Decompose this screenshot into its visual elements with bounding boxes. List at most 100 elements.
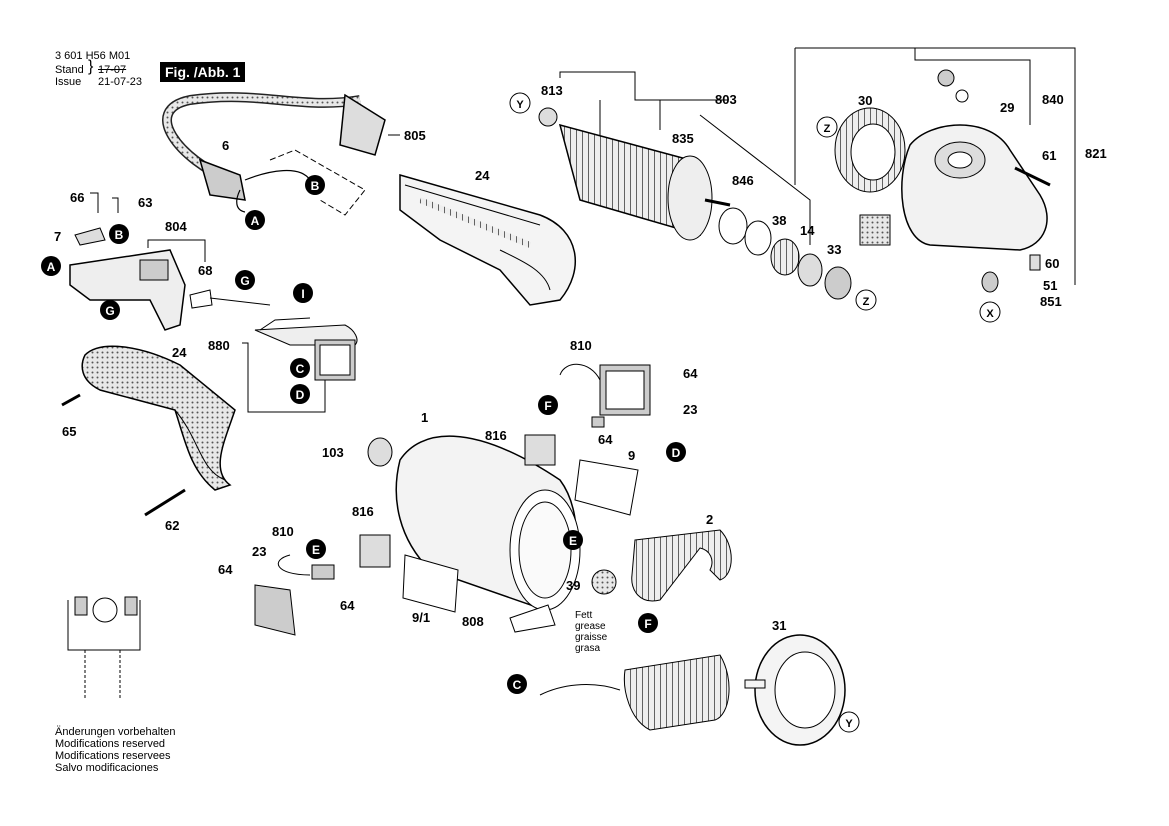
part-816-upper: 816 [485,428,507,443]
label-plate-808 [509,604,556,633]
part-851: 851 [1040,294,1062,309]
screw-63 [112,197,119,213]
svg-text:C: C [513,678,522,692]
doc-code: 3 601 H56 M01 [55,50,131,62]
part-805: 805 [404,128,426,143]
svg-text:C: C [296,362,305,376]
part-63: 63 [138,195,152,210]
vent-grille [859,214,891,246]
side-handle [81,345,236,491]
part-51: 51 [1043,278,1057,293]
marker-B-switch: B [109,224,129,244]
part-813: 813 [541,83,563,98]
marker-Z-bearing: Z [855,289,877,311]
part-808: 808 [462,614,484,629]
marker-I: I [293,283,313,303]
part-14: 14 [800,223,815,238]
svg-text:D: D [296,388,305,402]
leader-803 [559,71,728,101]
svg-text:F: F [544,399,551,413]
note-line-4: Salvo modificaciones [55,762,159,774]
leader-803-branches [599,100,811,245]
svg-text:G: G [240,274,249,288]
screw-66 [90,192,99,213]
part-840: 840 [1042,92,1064,107]
marker-B-cord: B [305,175,325,195]
label-plate-9 [574,459,639,516]
marker-A-left: A [41,256,61,276]
bracket-821 [795,47,1076,285]
part-880: 880 [208,338,230,353]
part-24-top: 24 [475,168,490,183]
svg-text:Z: Z [863,296,870,308]
power-cord [162,92,386,213]
marker-X: X [979,301,1001,323]
note-line-2: Modifications reserved [55,738,166,750]
part-24-left: 24 [172,345,187,360]
part-810-lower: 810 [272,524,294,539]
svg-text:Y: Y [845,718,853,730]
marker-D-module: D [290,384,310,404]
svg-text:X: X [986,308,994,320]
grease-line-3: graisse [575,632,608,643]
part-64-upper: 64 [683,366,698,381]
bearing-stack [718,207,852,300]
cord-routing-dashed [269,149,366,216]
svg-text:I: I [301,287,304,301]
part-33: 33 [827,242,841,257]
note-line-1: Änderungen vorbehalten [55,726,176,738]
grease-line-1: Fett [575,610,593,621]
part-64-left: 64 [218,562,233,577]
svg-text:D: D [672,446,681,460]
marker-C-lower: C [507,674,527,694]
marker-E-field: E [563,530,583,550]
handle-housing-top [399,174,577,306]
marker-Y-armature: Y [509,92,531,114]
part-39: 39 [566,578,580,593]
part-804: 804 [165,219,187,234]
part-9-1: 9/1 [412,610,430,625]
issue-label: Issue [55,76,82,88]
marker-F-upper: F [538,395,558,415]
note-line-3: Modifications reservees [55,750,171,762]
part-7: 7 [54,229,61,244]
stand-label: Stand [55,64,84,76]
part-61: 61 [1042,148,1056,163]
part-68: 68 [198,263,212,278]
nut-51 [981,271,999,293]
grease-note: Fett grease graisse grasa [575,610,607,654]
modification-notes: Änderungen vorbehalten Modifications res… [55,726,175,774]
svg-text:Z: Z [824,123,831,135]
part-103: 103 [322,445,344,460]
armature [538,107,731,241]
electronic-module [254,317,358,381]
part-66: 66 [70,190,84,205]
screw-62 [144,488,186,517]
screw-61 [1014,166,1051,187]
issue-date: 21-07-23 [98,76,143,88]
gear-housing [901,124,1048,251]
svg-text:A: A [47,260,56,274]
label-plate-91 [402,554,459,613]
marker-F-lower: F [638,613,658,633]
svg-text:G: G [105,304,114,318]
part-846: 846 [732,173,754,188]
brush-holder-lower [254,534,391,636]
bracket-840 [914,48,1031,125]
grease-line-4: grasa [575,643,601,654]
marker-D-field: D [666,442,686,462]
svg-text:E: E [569,534,577,548]
part-64-mid: 64 [598,432,613,447]
part-23-upper: 23 [683,402,697,417]
marker-Y-flange: Y [838,711,860,733]
old-date: 17-07 [98,64,127,76]
part-29: 29 [1000,100,1014,115]
part-65: 65 [62,424,76,439]
svg-text:A: A [251,214,260,228]
part-60: 60 [1045,256,1059,271]
wiring-schematic [67,596,141,700]
brush-holder-upper [524,363,651,466]
cap-103 [367,437,393,467]
marker-G-module: G [235,270,255,290]
field-coil [631,529,732,602]
